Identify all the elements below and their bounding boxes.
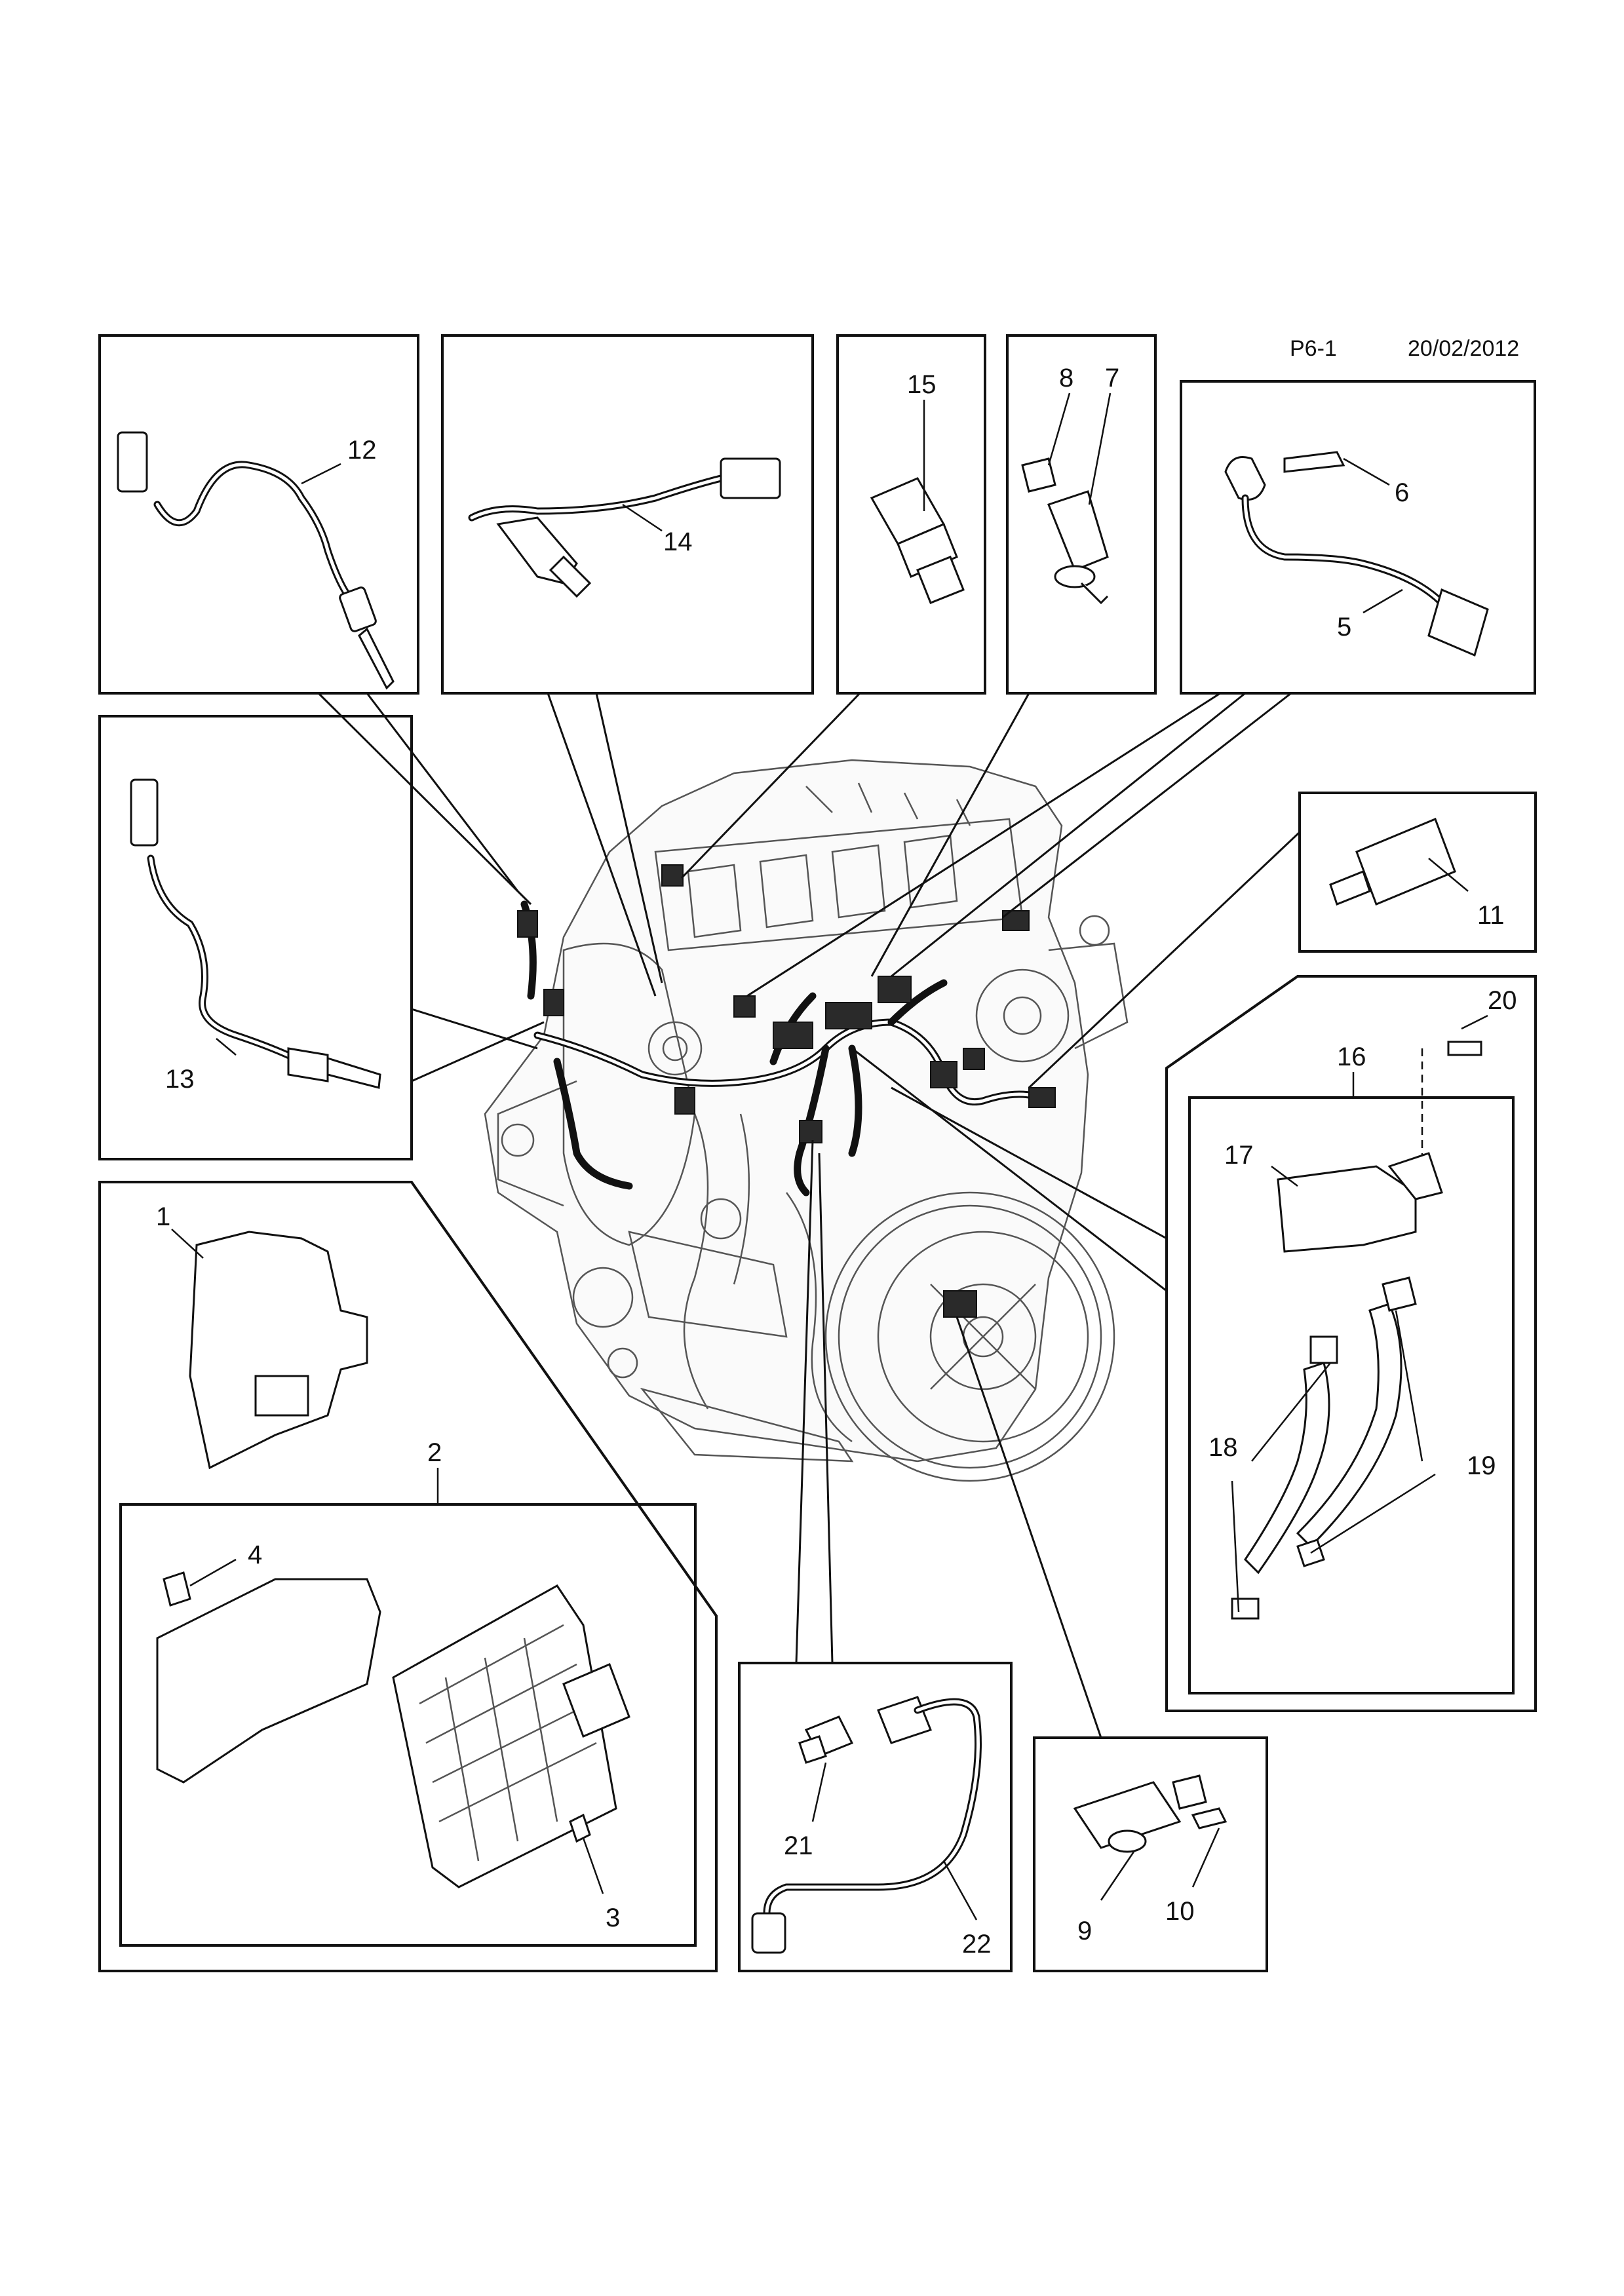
panel-5-6-knock-sensor: 6 5: [1180, 380, 1536, 695]
bolt-8: [1021, 457, 1056, 493]
callout-15: 15: [907, 370, 937, 399]
sensor-14-connector: [720, 457, 781, 499]
callout-16: 16: [1337, 1043, 1366, 1071]
ecu-1: [189, 1231, 368, 1470]
bolt-6: [1283, 451, 1345, 473]
callout-5: 5: [1337, 613, 1351, 641]
sensor-11-body: [1355, 818, 1456, 906]
panel-14-oxygen-sensor: 14: [441, 334, 814, 695]
callout-2: 2: [427, 1438, 442, 1467]
sensor-5-connector: [1427, 588, 1489, 657]
ecu-cover: [392, 1584, 617, 1888]
clip-4: [163, 1571, 191, 1607]
callout-19: 19: [1467, 1451, 1496, 1480]
callout-4: 4: [248, 1540, 262, 1569]
page-date: 20/02/2012: [1408, 336, 1519, 361]
ecu-bracket: [156, 1578, 381, 1784]
callout-9: 9: [1077, 1917, 1092, 1945]
callout-20: 20: [1488, 986, 1517, 1015]
panel-16-20-pressure-sensor: 16 20 17 18 19: [1165, 975, 1537, 1712]
sensor-12-connector: [117, 431, 148, 493]
panel-15-pressure-switch: 15: [836, 334, 986, 695]
panel-21-22-sensor-harness: 21 22: [738, 1662, 1013, 1972]
callout-14: 14: [663, 527, 693, 556]
panel-13-egt-sensor: 13: [98, 715, 413, 1160]
callout-21: 21: [784, 1831, 813, 1860]
callout-1: 1: [156, 1202, 170, 1231]
callout-10: 10: [1165, 1897, 1195, 1926]
harness-22-connector: [877, 1696, 932, 1744]
hose-18: [1244, 1362, 1330, 1575]
callout-11: 11: [1477, 901, 1505, 930]
leader-lines: [317, 692, 1301, 1738]
panel-1-4-ecu: 1 2 4 3: [98, 1181, 718, 1972]
callout-3: 3: [606, 1904, 620, 1932]
callout-13: 13: [165, 1065, 195, 1094]
panel-9-10-crank-sensor: 9 10: [1033, 1736, 1268, 1972]
sensor-7-body: [1047, 490, 1109, 571]
panel-11-temp-sensor: 11: [1298, 792, 1537, 953]
panel-7-8-camshaft-sensor: 8 7: [1006, 334, 1157, 695]
engine-assembly: [484, 759, 1129, 1482]
sensor-5-body: [1224, 456, 1266, 501]
panel-12-egt-sensor: 12: [98, 334, 419, 695]
sensor-9-body: [1073, 1781, 1182, 1849]
hose-19: [1296, 1303, 1402, 1548]
callout-17: 17: [1224, 1141, 1254, 1170]
screw-20: [1447, 1041, 1482, 1056]
screw-3: [569, 1813, 591, 1843]
bolt-10: [1191, 1807, 1228, 1829]
callout-22: 22: [962, 1930, 992, 1959]
sensor-13-connector: [130, 778, 159, 847]
page-code: P6-1: [1290, 336, 1337, 361]
callout-12: 12: [347, 436, 377, 465]
callout-18: 18: [1208, 1433, 1238, 1462]
sensor-17: [1277, 1165, 1417, 1253]
callout-7: 7: [1105, 364, 1119, 392]
callout-6: 6: [1395, 478, 1409, 507]
callout-8: 8: [1059, 364, 1073, 392]
